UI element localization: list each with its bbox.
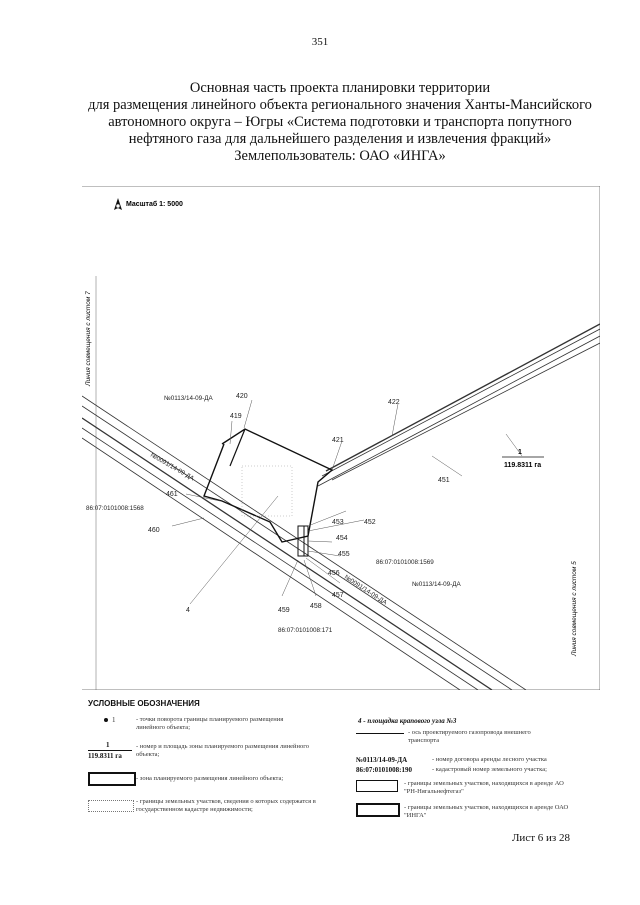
zone-border-icon bbox=[88, 772, 136, 786]
legend-point-symbol: 1 bbox=[112, 716, 116, 724]
zone-label: 1 119.8311 га bbox=[502, 449, 544, 469]
map-drawing: Масштаб 1: 5000 Линия совмещения с листо… bbox=[82, 186, 600, 690]
lease2-border-icon bbox=[356, 803, 400, 817]
corridor-ne bbox=[317, 323, 600, 487]
legend-contract-desc: - номер договора аренды лесного участка bbox=[432, 756, 547, 763]
point-label: 458 bbox=[310, 603, 322, 610]
point-label: 422 bbox=[388, 399, 400, 406]
point-label: 461 bbox=[166, 491, 178, 498]
sheet-number: Лист 6 из 28 bbox=[511, 832, 570, 844]
legend-cadastral-label: 86:07:0101008:190 bbox=[356, 766, 412, 774]
point-label: 451 bbox=[438, 477, 450, 484]
title-line: Основная часть проекта планировки террит… bbox=[189, 80, 491, 96]
legend-zone-num: 1 bbox=[106, 741, 110, 749]
lease1-border-icon bbox=[356, 780, 398, 792]
cadastral-label: 86:07:0101008:1568 bbox=[86, 505, 144, 512]
match-line-right-label: Линия совмещения с листом 5 bbox=[571, 561, 578, 657]
point-label: 452 bbox=[364, 519, 376, 526]
point-label: 459 bbox=[278, 607, 290, 614]
svg-text:1: 1 bbox=[518, 449, 522, 456]
legend-parcel-desc: - границы земельных участков, сведения о… bbox=[136, 798, 316, 813]
point-label: 420 bbox=[236, 393, 248, 400]
title-line: автономного округа – Югры «Система подго… bbox=[108, 114, 572, 130]
point-label: 419 bbox=[230, 413, 242, 420]
legend-title: УСЛОВНЫЕ ОБОЗНАЧЕНИЯ bbox=[88, 699, 200, 708]
legend-zone-desc: - номер и площадь зоны планируемого разм… bbox=[136, 743, 310, 758]
contract-label: №0113/14-09-ДА bbox=[412, 581, 462, 588]
legend-divider bbox=[88, 750, 132, 751]
axis-line-icon bbox=[356, 733, 404, 734]
title-line: для размещения линейного объекта региона… bbox=[88, 97, 592, 113]
scale-label: Масштаб 1: 5000 bbox=[126, 200, 183, 208]
point-label: 455 bbox=[338, 551, 350, 558]
legend-site-desc: 4 - площадка крапового узла №3 bbox=[358, 717, 457, 725]
parcel-border-icon bbox=[88, 800, 134, 812]
cadastral-label: 86:07:0101008:171 bbox=[278, 627, 333, 634]
legend-cadastral-desc: - кадастровый номер земельного участка; bbox=[432, 766, 547, 773]
point-label: 456 bbox=[328, 570, 340, 577]
legend-zone-area: 119.8311 га bbox=[88, 752, 122, 760]
cadastral-label: 86:07:0101008:1569 bbox=[376, 559, 434, 566]
page-number: 351 bbox=[311, 36, 329, 48]
contract-label: №0091/14-09-ДА bbox=[343, 574, 389, 607]
point-leaders bbox=[171, 399, 523, 605]
match-line-left-label: Линия совмещения с листом 7 bbox=[85, 291, 92, 387]
site-marker-label: 4 bbox=[186, 607, 190, 614]
turn-point-icon bbox=[104, 718, 110, 724]
point-label: 457 bbox=[332, 592, 344, 599]
construction-area bbox=[241, 465, 293, 517]
contract-label: №0113/14-09-ДА bbox=[164, 395, 214, 402]
point-label: 454 bbox=[336, 535, 348, 542]
legend-lease1-desc: - границы земельных участков, находящихс… bbox=[404, 780, 564, 795]
legend-axis-desc: - ось проектируемого газопровода внешнег… bbox=[408, 729, 531, 744]
point-label: 460 bbox=[148, 527, 160, 534]
point-label: 421 bbox=[332, 437, 344, 444]
point-label: 453 bbox=[332, 519, 344, 526]
legend-point-desc: - точки поворота границы планируемого ра… bbox=[136, 716, 284, 731]
site-boundary bbox=[203, 428, 334, 543]
legend-lease2-desc: - границы земельных участков, находящихс… bbox=[404, 804, 569, 819]
title-line: нефтяного газа для дальнейшего разделени… bbox=[128, 131, 552, 147]
legend-zone-border-desc: - зона планируемого размещения линейного… bbox=[136, 775, 284, 782]
document-title: Основная часть проекта планировки террит… bbox=[60, 80, 620, 165]
map-svg: Масштаб 1: 5000 Линия совмещения с листо… bbox=[82, 186, 600, 690]
svg-text:119.8311 га: 119.8311 га bbox=[504, 462, 541, 469]
title-line: Землепользователь: ОАО «ИНГА» bbox=[234, 148, 446, 164]
legend-contract-label: №0113/14-09-ДА bbox=[356, 756, 408, 764]
north-arrow-icon bbox=[114, 198, 122, 210]
